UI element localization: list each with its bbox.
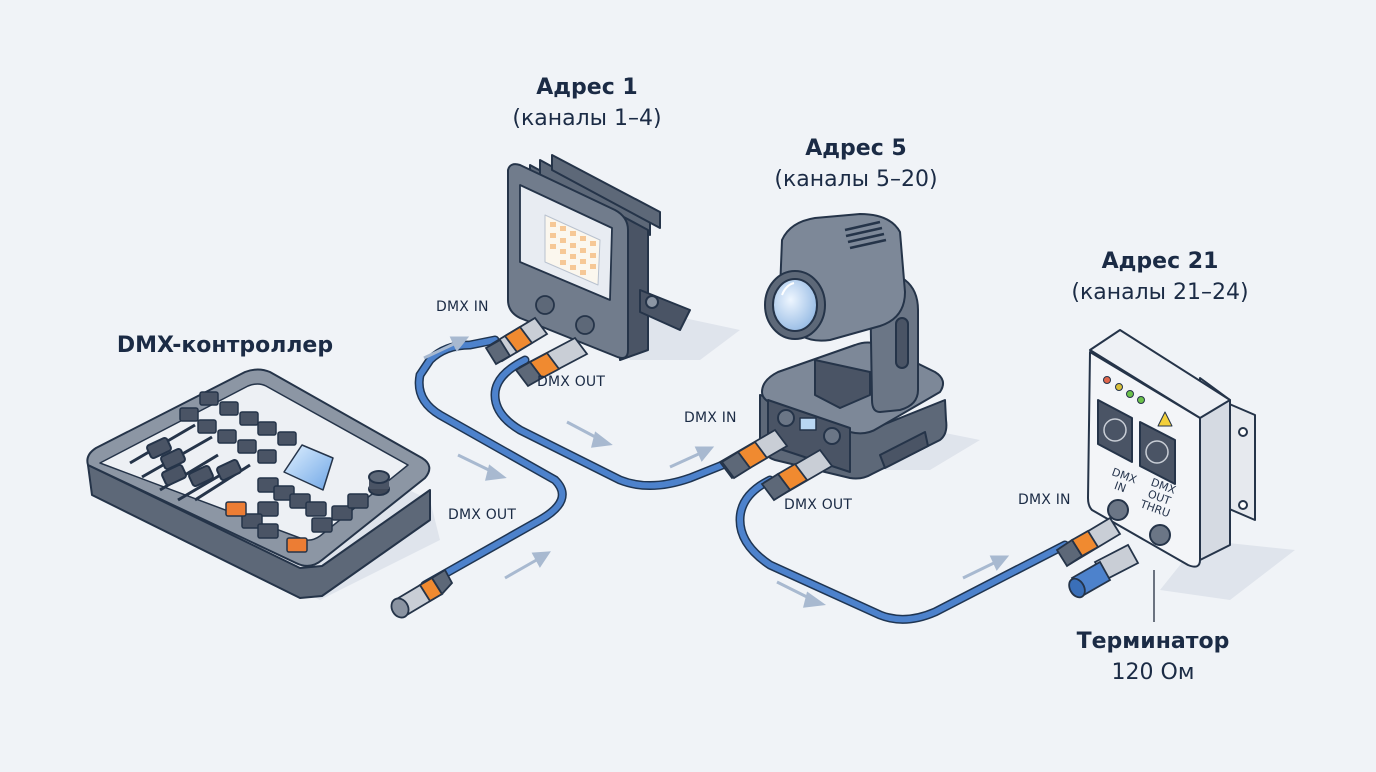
par-address: Адрес 1 — [536, 75, 638, 100]
par-dmx-in-label: DMX IN — [436, 299, 489, 315]
controller-display — [283, 444, 334, 491]
moving-head-fixture[interactable] — [759, 213, 948, 480]
led-yellow — [1115, 383, 1123, 391]
flow-arrow-icon — [962, 555, 1010, 580]
movinghead-address-label: Адрес 5 (каналы 5–20) — [774, 133, 937, 195]
flow-arrow-icon — [423, 336, 470, 360]
cables — [414, 335, 1070, 624]
led-green — [1126, 390, 1134, 398]
controller-label-text: DMX-контроллер — [116, 333, 334, 358]
par-dmx-out-label: DMX OUT — [537, 374, 606, 390]
terminator-label: Терминатор 120 Ом — [1077, 626, 1230, 688]
controller-label: DMX-контроллер — [117, 330, 333, 361]
controller-dmx-out-label: DMX OUT — [448, 507, 517, 523]
par-dmx-connectors — [484, 295, 595, 388]
dimmer-dmx-connector — [1055, 516, 1122, 568]
dmx-controller[interactable] — [86, 368, 431, 599]
dimmer-dmx-in-label: DMX IN — [1018, 492, 1071, 508]
flow-arrow-icon — [669, 446, 715, 469]
par-channels: (каналы 1–4) — [512, 106, 662, 131]
flow-arrows — [423, 336, 1010, 608]
terminator-value: 120 Ом — [1111, 660, 1195, 685]
controller-knob[interactable] — [368, 470, 390, 496]
flow-arrow-icon — [504, 551, 551, 580]
dimmer-address: Адрес 21 — [1101, 249, 1219, 274]
movinghead-channels: (каналы 5–20) — [774, 167, 938, 192]
movinghead-dmx-out-label: DMX OUT — [784, 497, 853, 513]
status-leds — [1103, 376, 1145, 404]
flow-arrow-icon — [566, 420, 613, 448]
flow-arrow-icon — [457, 453, 507, 481]
movinghead-address: Адрес 5 — [805, 136, 907, 161]
par-address-label: Адрес 1 (каналы 1–4) — [512, 72, 661, 134]
button-grid[interactable] — [179, 391, 369, 553]
led-array — [550, 222, 596, 275]
dimmer-channels: (каналы 21–24) — [1071, 280, 1249, 305]
dimmer-address-label: Адрес 21 (каналы 21–24) — [1071, 246, 1248, 308]
terminator-plug — [1068, 543, 1140, 599]
led-red — [1103, 376, 1111, 384]
movinghead-dmx-in-label: DMX IN — [684, 410, 737, 426]
moving-head-dmx-connectors — [718, 428, 834, 502]
terminator-title: Терминатор — [1076, 629, 1230, 654]
fader-group[interactable] — [129, 423, 251, 502]
dimmer-pack[interactable] — [1087, 329, 1256, 568]
xlr-connector-controller-out — [390, 568, 454, 619]
warning-icon — [1157, 411, 1173, 427]
par-fixture[interactable] — [507, 154, 691, 361]
flow-arrow-icon — [776, 580, 827, 608]
led-green — [1137, 396, 1145, 404]
